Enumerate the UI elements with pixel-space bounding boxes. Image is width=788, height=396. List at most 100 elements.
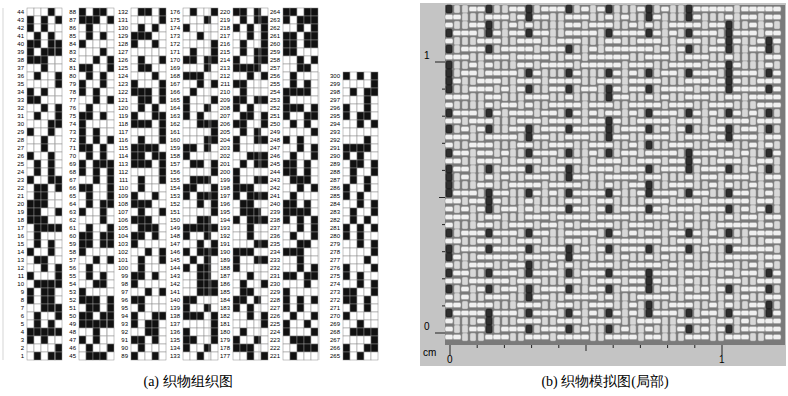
weave-cell xyxy=(159,248,166,256)
weave-cell xyxy=(197,120,204,128)
weave-cell xyxy=(107,224,114,232)
yarn-float xyxy=(462,197,468,205)
weave-cell xyxy=(297,88,304,96)
weave-cell xyxy=(371,104,378,112)
weave-cell xyxy=(48,208,55,216)
weave-cell xyxy=(93,328,100,336)
weave-cell xyxy=(107,56,114,64)
weave-cell xyxy=(297,104,304,112)
weave-cell xyxy=(48,64,55,72)
yarn-float xyxy=(462,101,468,109)
yarn-float xyxy=(445,295,453,300)
yarn-float xyxy=(509,207,517,212)
weave-cell xyxy=(233,328,240,336)
weave-cell xyxy=(290,304,297,312)
weave-cell xyxy=(159,24,166,32)
weave-cell xyxy=(371,208,378,216)
yarn-float xyxy=(446,165,452,173)
yarn-float xyxy=(533,119,541,124)
yarn-float xyxy=(486,229,492,237)
weave-cell xyxy=(41,224,48,232)
yarn-float xyxy=(510,189,516,197)
yarn-float xyxy=(517,183,525,188)
weave-cell xyxy=(55,72,62,80)
yarn-float xyxy=(509,7,517,12)
yarn-float xyxy=(469,231,477,236)
weave-cell xyxy=(159,320,166,328)
weave-cell xyxy=(131,104,138,112)
weave-cell xyxy=(41,152,48,160)
yarn-float xyxy=(445,23,453,28)
weave-cell xyxy=(211,128,218,136)
weave-cell xyxy=(297,240,304,248)
weave-cell xyxy=(183,136,190,144)
weave-cell xyxy=(350,224,357,232)
weave-cell xyxy=(233,336,240,344)
weave-cell xyxy=(159,184,166,192)
weave-cell xyxy=(41,200,48,208)
yarn-float xyxy=(494,61,500,69)
weave-cell xyxy=(343,352,350,360)
weave-cell xyxy=(283,264,290,272)
weave-cell xyxy=(350,104,357,112)
weave-cell xyxy=(311,16,318,24)
weave-cell xyxy=(254,72,261,80)
weave-cell xyxy=(100,136,107,144)
weave-cell xyxy=(183,168,190,176)
weave-cell xyxy=(100,296,107,304)
weave-cell xyxy=(152,224,159,232)
weave-cell xyxy=(100,104,107,112)
yarn-float xyxy=(486,245,492,253)
yarn-float xyxy=(461,175,469,180)
yarn-float xyxy=(517,319,525,324)
weave-cell xyxy=(254,264,261,272)
yarn-float xyxy=(493,335,501,340)
yarn-float xyxy=(446,189,452,197)
weave-cell xyxy=(283,16,290,24)
weave-cell xyxy=(27,256,34,264)
ruler-panel xyxy=(420,3,786,366)
yarn-float xyxy=(461,191,469,196)
yarn-float xyxy=(518,101,524,109)
weave-cell xyxy=(190,16,197,24)
column-guide xyxy=(3,8,4,360)
weave-cell xyxy=(311,184,318,192)
yarn-float xyxy=(509,271,517,276)
weave-cell xyxy=(211,296,218,304)
weave-cell xyxy=(290,248,297,256)
yarn-float xyxy=(518,253,524,261)
weave-cell xyxy=(27,168,34,176)
yarn-float xyxy=(493,95,501,100)
yarn-float xyxy=(445,303,453,308)
yarn-float xyxy=(470,269,476,277)
weave-cell xyxy=(107,32,114,40)
yarn-float xyxy=(517,247,525,252)
weave-cell xyxy=(27,304,34,312)
yarn-float xyxy=(533,39,541,44)
weave-cell xyxy=(371,192,378,200)
weave-cell xyxy=(131,168,138,176)
weave-cell xyxy=(350,336,357,344)
weave-cell xyxy=(283,288,290,296)
weave-cell xyxy=(34,160,41,168)
weave-cell xyxy=(138,352,145,360)
weave-cell xyxy=(131,288,138,296)
weave-cell xyxy=(55,136,62,144)
weave-cell xyxy=(93,16,100,24)
weave-cell xyxy=(357,160,364,168)
weave-cell xyxy=(371,216,378,224)
weave-cell xyxy=(290,176,297,184)
weave-cell xyxy=(240,168,247,176)
weave-cell xyxy=(247,176,254,184)
weave-cell xyxy=(41,88,48,96)
weave-cell xyxy=(297,136,304,144)
weave-cell xyxy=(48,184,55,192)
weave-cell xyxy=(240,96,247,104)
yarn-float xyxy=(518,229,524,237)
weave-cell xyxy=(190,136,197,144)
weave-cell xyxy=(211,72,218,80)
weave-cell xyxy=(343,216,350,224)
weave-cell xyxy=(100,208,107,216)
weave-cell xyxy=(107,120,114,128)
weave-cell xyxy=(261,304,268,312)
